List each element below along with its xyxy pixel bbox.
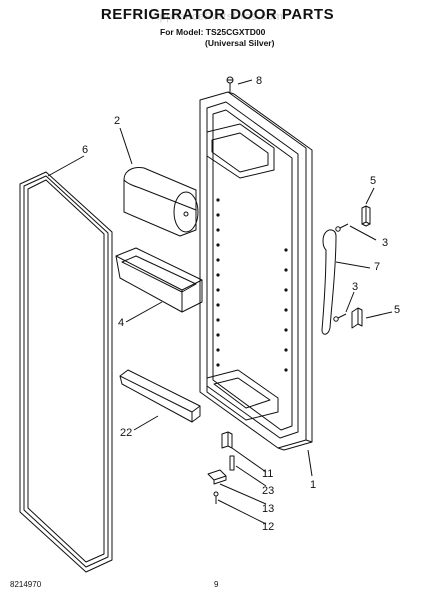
lower-bin <box>119 369 201 423</box>
callout-3: 3 <box>382 237 388 249</box>
dairy-door <box>123 167 199 237</box>
stop-screw <box>213 491 219 504</box>
handle-cap-upper <box>361 205 371 227</box>
refrigerator-door <box>199 91 313 451</box>
door-stop <box>207 469 227 485</box>
callout-5: 5 <box>394 304 400 316</box>
callout-4: 4 <box>118 317 124 329</box>
document-number: 8214970 <box>10 580 42 589</box>
model-line: For Model: TS25CGXTD00 <box>160 27 266 37</box>
callout-6: 6 <box>82 144 88 156</box>
callout-2: 2 <box>114 115 120 127</box>
color-line: (Universal Silver) <box>205 38 275 48</box>
hinge-bushing <box>229 455 235 471</box>
handle-screw-upper <box>335 223 349 232</box>
page-title: REFRIGERATOR DOOR PARTS <box>100 6 335 23</box>
handle-cap-lower <box>351 307 363 329</box>
door-gasket <box>19 171 113 573</box>
callout-7: 7 <box>374 261 380 273</box>
callout-5: 5 <box>370 175 376 187</box>
callout-13: 13 <box>262 503 274 515</box>
door-handle <box>321 229 337 335</box>
callout-12: 12 <box>262 521 274 533</box>
watermark: AppliancePartsPros.com <box>151 11 284 23</box>
door-bin <box>115 247 203 313</box>
callout-11: 11 <box>262 468 273 480</box>
callout-3: 3 <box>352 281 358 293</box>
callout-23: 23 <box>262 485 274 497</box>
callout-1: 1 <box>310 479 316 491</box>
handle-screw-lower <box>333 313 347 322</box>
hinge-screw <box>226 76 234 92</box>
bottom-hinge-pin <box>221 431 233 449</box>
leader-lines <box>47 79 393 525</box>
callout-8: 8 <box>256 75 262 87</box>
page-number: 9 <box>214 580 219 589</box>
callout-22: 22 <box>120 427 132 439</box>
